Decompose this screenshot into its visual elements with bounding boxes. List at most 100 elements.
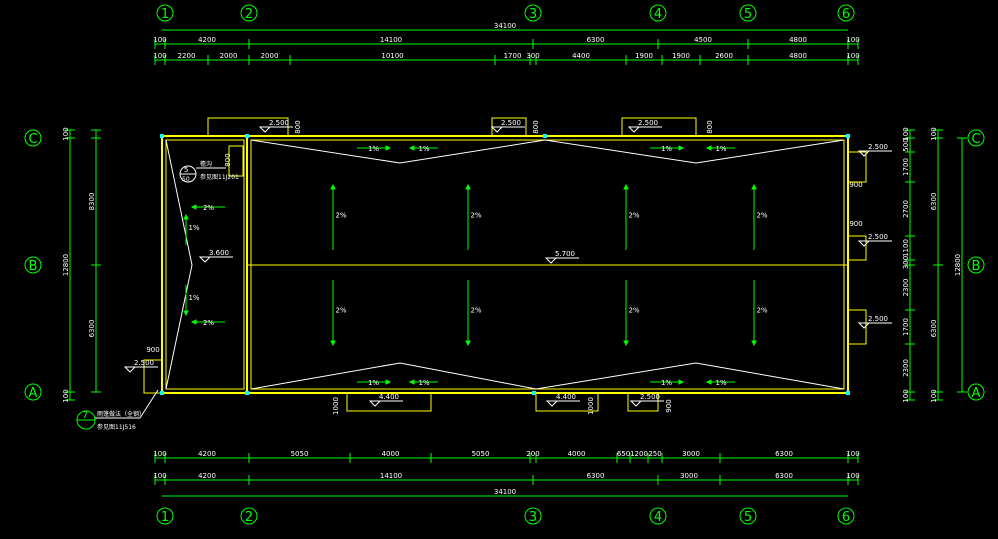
dim-top-row2: 100 [153,52,166,60]
gutter-slope-left-upper: 1% [188,224,199,232]
canopy-depth-dim: 800 [706,120,714,133]
dim-left-mid: 8300 [88,193,96,211]
column-axis-bottom-label: 5 [744,510,752,525]
elevation-canopy-top-1: 2.500 [269,119,289,127]
column-axis-bottom-label: 6 [842,510,850,525]
column-axis-bottom-label: 1 [161,510,169,525]
dim-bottom-row1: 4200 [198,450,216,458]
row-axis-bubbles-right: CBA [967,129,985,401]
row-axis-left-label: B [29,259,38,274]
slope-labels: 1%1%1%1%1%1%1%1%2%2%2%2%2%2%2%2%2%2%1%1% [188,145,767,387]
gutter-slope-bottom: 1% [368,379,379,387]
elevation-canopy-left: 2.500 [134,359,154,367]
dim-bottom-row2: 14100 [380,472,402,480]
row-axis-left-circle [24,256,42,274]
roof-slope-lower: 2% [470,307,481,315]
dim-bottom-row1: 650 [617,450,630,458]
gutter-slope-bottom: 1% [661,379,672,387]
detail-a-sheet: 50 [182,176,190,183]
dim-right-mid: 6300 [930,193,938,211]
elevation-entrance-2: 4.400 [556,393,576,401]
roof-slope-upper: 2% [756,212,767,220]
dim-bottom-row1: 250 [648,450,661,458]
dim-bottom-row1: 100 [153,450,166,458]
column-axis-top-circle [524,4,542,22]
roof-slope-upper: 2% [628,212,639,220]
canopy-depth-dim: 900 [849,220,862,228]
dim-bottom-row1: 1200 [630,450,648,458]
column-axis-top-circle [156,4,174,22]
dim-top-row2: 2000 [220,52,238,60]
column-axis-bottom-circle [156,507,174,525]
dim-top-row1: 100 [846,36,859,44]
column-axis-bottom-circle [240,507,258,525]
column-axis-top-circle [837,4,855,22]
dim-top-row2: 2200 [178,52,196,60]
dim-right-inner: 1700 [902,318,910,336]
column-axis-bottom-circle [649,507,667,525]
canopy-depth-dim: 900 [665,399,673,412]
building-outline [161,135,849,394]
dim-top-total: 34100 [494,22,516,30]
dim-right-inner: 2300 [902,279,910,297]
canopy-depth-dim: 800 [224,153,232,166]
dim-bottom-row2: 4200 [198,472,216,480]
dim-bottom-row1: 100 [846,450,859,458]
canopy-depth-dim: 1000 [332,397,340,415]
column-axis-bottom-label: 2 [245,510,253,525]
dim-right-inner: 2300 [902,359,910,377]
canopy-depth-dim: 800 [294,120,302,133]
column-axis-top-label: 5 [744,7,752,22]
canopy-depth-dim: 900 [849,181,862,189]
detail-callout-canopy: 7 雨篷做法（全钢） 参见图11J516 [76,389,159,431]
detail-callout-gutter: 5 50 檐沟 参见图11J201 [179,160,239,183]
dim-right-mid: 6300 [930,320,938,338]
row-axis-left-circle [24,129,42,147]
dim-top-row2: 1700 [504,52,522,60]
dim-top-row1: 4200 [198,36,216,44]
row-axis-right-circle [967,383,985,401]
column-nodes [160,134,850,395]
dim-top-row2: 2000 [261,52,279,60]
gutter-slope-left-lower: 1% [188,294,199,302]
dim-left-outer: 100 [62,127,70,140]
column-axis-bottom-circle [837,507,855,525]
roof-slope-left-upper: 2% [203,204,214,212]
slope-arrows [183,145,757,385]
dim-bottom-row1: 4000 [568,450,586,458]
roof-slope-lower: 2% [756,307,767,315]
column-axis-bottom-label: 3 [529,510,537,525]
gutter-slope-top: 1% [715,145,726,153]
column-axis-top-label: 2 [245,7,253,22]
dim-right-inner: 300 [902,256,910,269]
dim-right-inner: 2700 [902,200,910,218]
dim-right-outer: 12800 [954,254,962,276]
dim-bottom-row1: 5050 [472,450,490,458]
row-axis-right-label: B [972,259,981,274]
gutter-slope-bottom: 1% [418,379,429,387]
dim-top-row2: 10100 [381,52,403,60]
elevation-entrance-1: 4.400 [379,393,399,401]
roof-slope-upper: 2% [335,212,346,220]
column-axis-top-circle [649,4,667,22]
dim-right-mid: 100 [930,389,938,402]
elevation-canopy-right-3: 2.500 [868,315,888,323]
column-axis-top-label: 3 [529,7,537,22]
dim-bottom-total: 34100 [494,488,516,496]
column-axis-top-circle [240,4,258,22]
row-axis-right-label: C [971,132,980,147]
dim-top-row2: 1900 [635,52,653,60]
detail-a-title: 檐沟 [200,160,212,168]
dim-bottom-row1: 200 [526,450,539,458]
roof-slope-lower: 2% [628,307,639,315]
gutter-slope-top: 1% [661,145,672,153]
dim-left-outer: 100 [62,389,70,402]
dim-top-row1: 100 [153,36,166,44]
dim-top-row1: 14100 [380,36,402,44]
roof-slope-lower: 2% [335,307,346,315]
row-axis-right-circle [967,129,985,147]
dim-bottom-row2: 100 [846,472,859,480]
